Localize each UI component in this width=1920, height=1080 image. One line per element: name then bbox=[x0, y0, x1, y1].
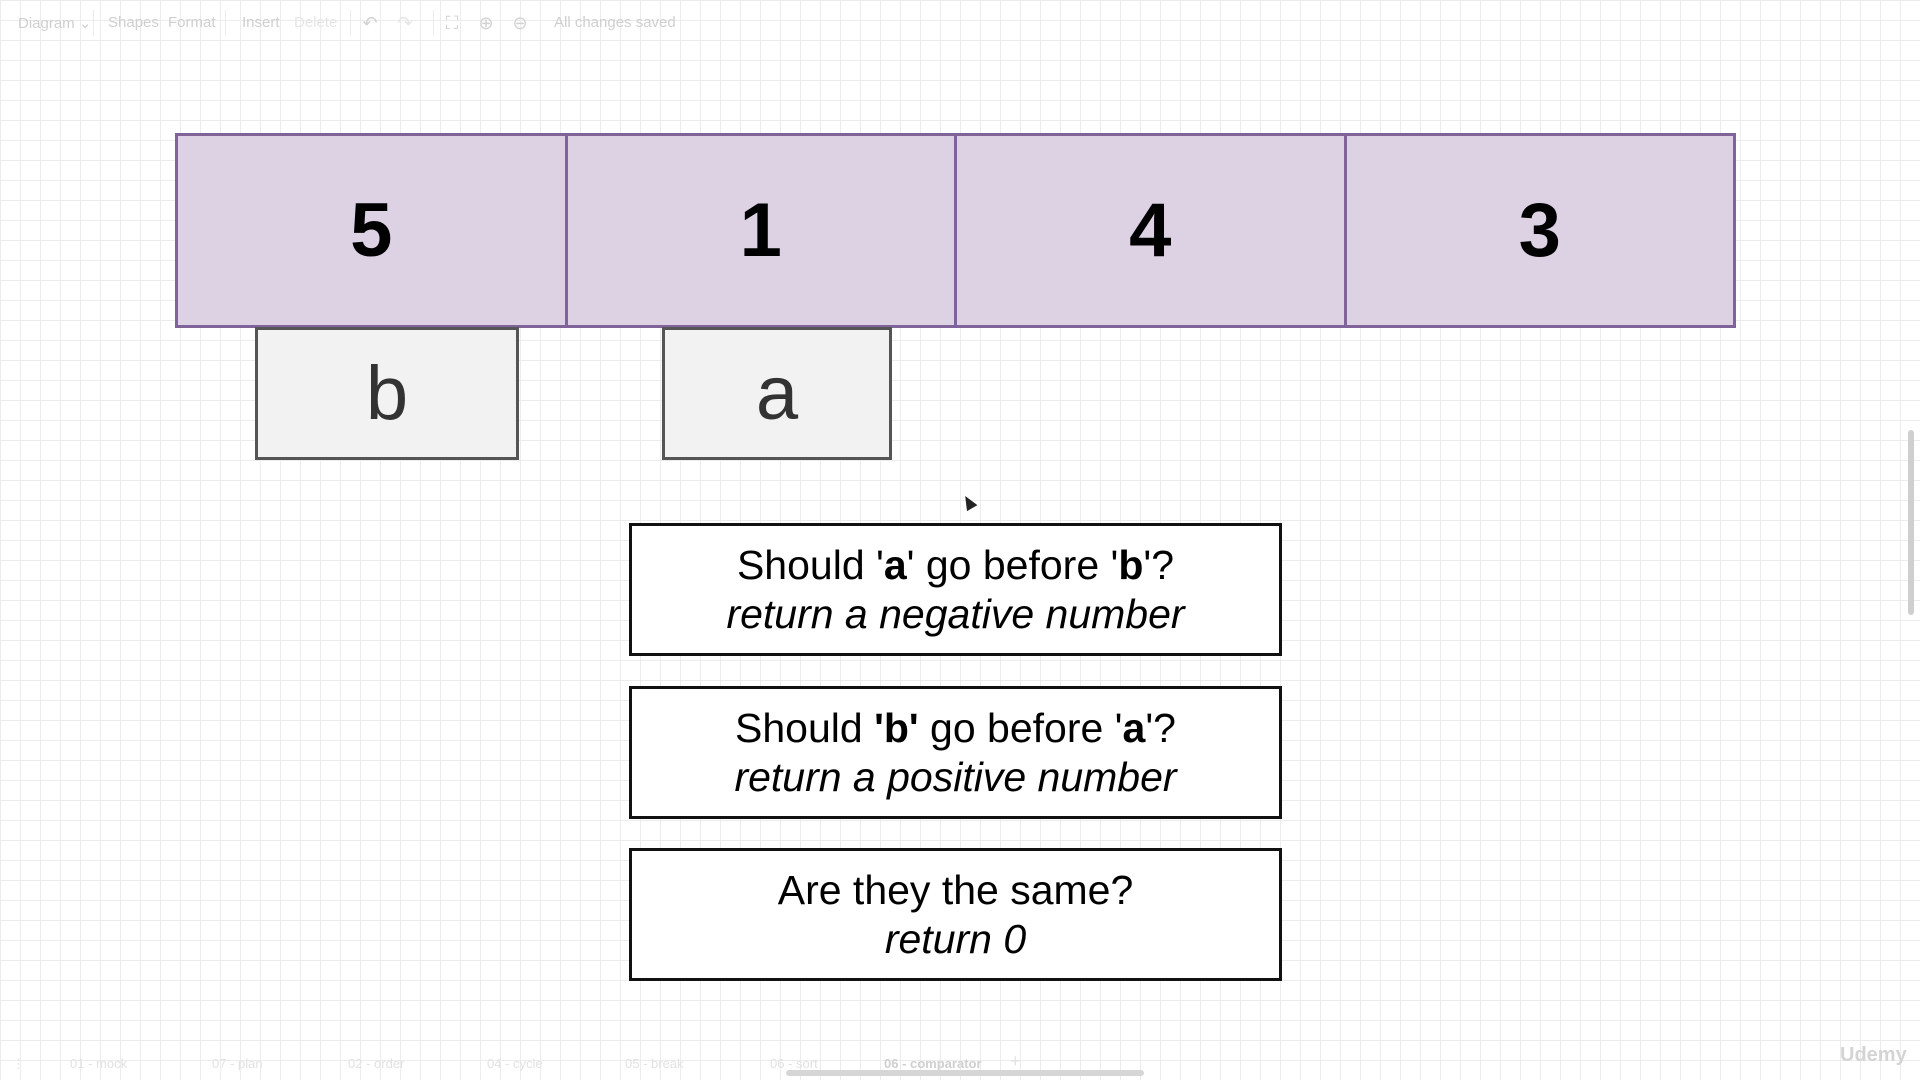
toolbar-divider bbox=[93, 10, 94, 36]
rule-return: return a positive number bbox=[734, 753, 1177, 800]
toolbar-divider bbox=[433, 10, 434, 36]
diagram-menu-label: Diagram bbox=[18, 15, 75, 32]
insert-button[interactable]: Insert bbox=[242, 14, 280, 31]
array-cell[interactable]: 3 bbox=[1343, 133, 1736, 328]
horizontal-scrollbar[interactable] bbox=[786, 1070, 1144, 1076]
delete-button[interactable]: Delete bbox=[294, 14, 338, 31]
array-cell[interactable]: 1 bbox=[564, 133, 957, 328]
pointer-box-a[interactable]: a bbox=[662, 327, 892, 460]
vertical-scrollbar[interactable] bbox=[1908, 430, 1914, 615]
rule-return: return a negative number bbox=[726, 590, 1185, 637]
rule-box-positive[interactable]: Should 'b' go before 'a'? return a posit… bbox=[629, 686, 1282, 819]
page-menu-icon[interactable]: ⋮ bbox=[12, 1056, 25, 1071]
udemy-watermark: Udemy bbox=[1840, 1044, 1907, 1066]
mouse-cursor-icon bbox=[960, 493, 978, 512]
undo-icon[interactable]: ↶ bbox=[362, 12, 378, 33]
chevron-down-icon: ⌄ bbox=[78, 15, 92, 32]
fullscreen-icon[interactable]: ⛶ bbox=[445, 12, 459, 33]
array-cell[interactable]: 4 bbox=[954, 133, 1347, 328]
rule-question: Should 'b' go before 'a'? bbox=[735, 704, 1176, 751]
page-tab[interactable]: 05 - break bbox=[625, 1056, 684, 1071]
toolbar-divider bbox=[350, 10, 351, 36]
rule-box-negative[interactable]: Should 'a' go before 'b'? return a negat… bbox=[629, 523, 1282, 656]
rule-return: return 0 bbox=[884, 915, 1027, 962]
shapes-button[interactable]: Shapes bbox=[108, 14, 159, 31]
page-tab[interactable]: 02 - order bbox=[348, 1056, 405, 1071]
page-tabs: ⋮ 01 - mock 07 - plan 02 - order 04 - cy… bbox=[0, 1048, 1920, 1076]
page-tab[interactable]: 01 - mock bbox=[70, 1056, 128, 1071]
toolbar: Diagram ⌄ Shapes Format Insert Delete ↶ … bbox=[0, 0, 1920, 46]
rule-question: Are they the same? bbox=[777, 866, 1134, 913]
rule-box-zero[interactable]: Are they the same? return 0 bbox=[629, 848, 1282, 981]
diagram-menu[interactable]: Diagram ⌄ bbox=[18, 14, 91, 32]
zoom-out-icon[interactable]: ⊖ bbox=[512, 12, 528, 33]
save-status: All changes saved bbox=[554, 14, 676, 31]
toolbar-divider bbox=[540, 10, 541, 36]
pointer-box-b[interactable]: b bbox=[255, 327, 519, 460]
page-tab[interactable]: 04 - cycle bbox=[487, 1056, 543, 1071]
page-tab[interactable]: 07 - plan bbox=[212, 1056, 263, 1071]
array-cell[interactable]: 5 bbox=[175, 133, 568, 328]
page-tab-active[interactable]: 06 - comparator bbox=[884, 1056, 982, 1071]
format-button[interactable]: Format bbox=[168, 14, 216, 31]
page-tab[interactable]: 06 - sort bbox=[770, 1056, 818, 1071]
toolbar-divider bbox=[225, 10, 226, 36]
rule-question: Should 'a' go before 'b'? bbox=[736, 541, 1175, 588]
zoom-in-icon[interactable]: ⊕ bbox=[478, 12, 494, 33]
array-row: 5 1 4 3 bbox=[175, 133, 1736, 328]
redo-icon[interactable]: ↷ bbox=[397, 12, 413, 33]
add-page-icon[interactable]: + bbox=[1010, 1051, 1021, 1071]
